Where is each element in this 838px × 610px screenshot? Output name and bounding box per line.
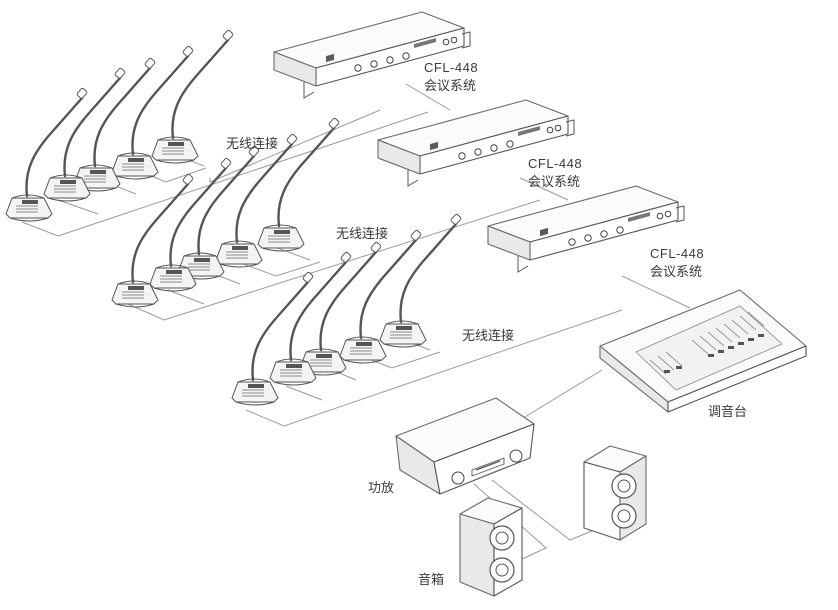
microphone-group-1 [4, 28, 235, 223]
receiver-2-model: CFL-448 [528, 156, 582, 171]
mixer-label: 调音台 [708, 404, 747, 420]
wireless-label-2: 无线连接 [336, 226, 388, 242]
microphone-icon [230, 270, 315, 407]
microphone-icon [4, 86, 89, 223]
amplifier [395, 397, 535, 495]
receiver-unit-2 [377, 99, 575, 187]
speaker-left [459, 497, 523, 597]
receiver-2-desc: 会议系统 [528, 175, 580, 190]
wireless-label-1: 无线连接 [226, 136, 278, 152]
receiver-1-model: CFL-448 [424, 60, 478, 75]
speaker-right [583, 445, 647, 541]
wireless-label-3: 无线连接 [462, 328, 514, 344]
mixer-console [599, 289, 807, 413]
speaker-label: 音箱 [418, 572, 444, 588]
receiver-1-desc: 会议系统 [424, 79, 476, 94]
amplifier-label: 功放 [368, 481, 394, 496]
receiver-3-model: CFL-448 [650, 246, 704, 261]
receiver-3-desc: 会议系统 [650, 265, 702, 280]
